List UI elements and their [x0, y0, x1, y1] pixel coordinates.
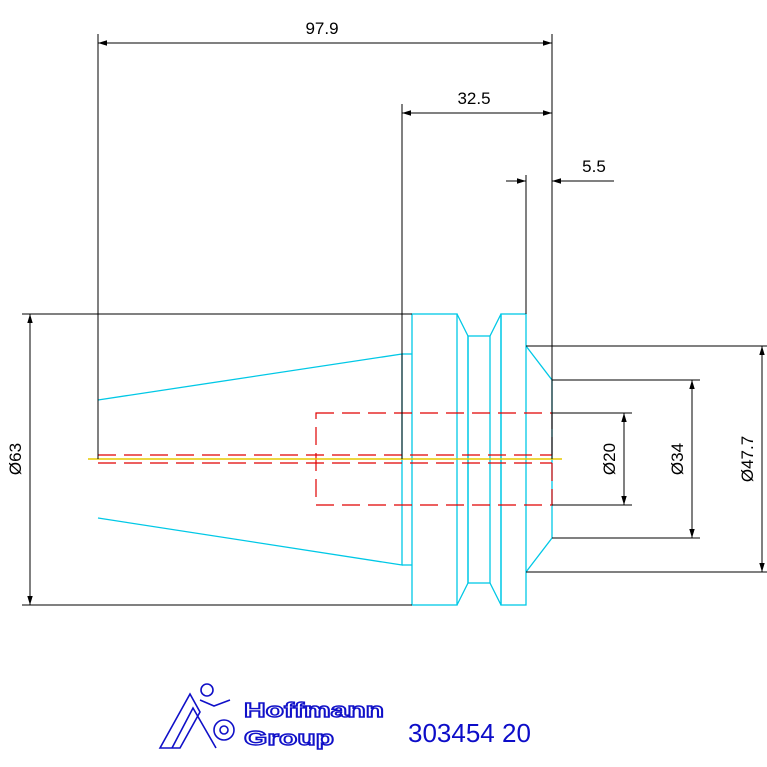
part-number: 303454 20	[408, 718, 531, 748]
dim-end-length: 5.5	[582, 157, 606, 176]
dim-overall-length: 97.9	[305, 19, 338, 38]
dim-dia-20: Ø20	[600, 443, 619, 475]
dim-dia-63: Ø63	[6, 443, 25, 475]
hoffmann-group-logo: Hoffmann Group	[158, 683, 385, 751]
dim-dia-34: Ø34	[668, 443, 687, 475]
dim-dia-47-7: Ø47.7	[738, 436, 757, 482]
logo-text-line2: Group	[244, 728, 334, 750]
dimension-lines	[22, 34, 767, 606]
logo-figure-icon	[158, 683, 235, 749]
logo-text-line1: Hoffmann	[244, 700, 384, 722]
dim-mid-length: 32.5	[457, 89, 490, 108]
